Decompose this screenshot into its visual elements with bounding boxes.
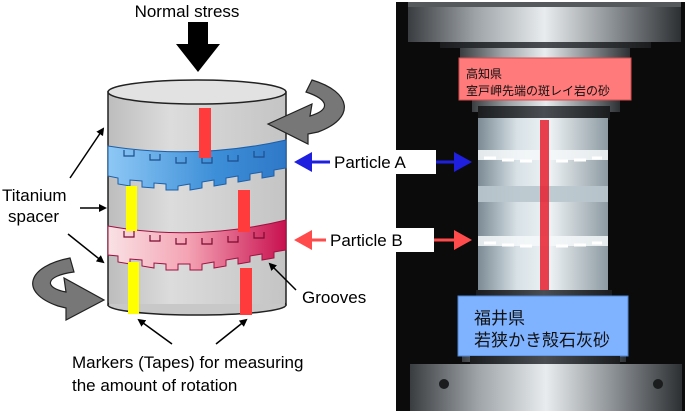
photo-marker-tape	[540, 120, 549, 298]
particle-a-arrow	[294, 150, 472, 174]
particle-a-label: Particle A	[334, 153, 406, 172]
marker-tape-bottom-red	[240, 268, 252, 315]
titanium-arrow-3	[67, 233, 105, 264]
particle-b-arrow	[294, 228, 472, 252]
photo-label-top-line2: 室戸岬先端の斑レイ岩の砂	[466, 83, 610, 98]
marker-tape-mid-red	[238, 190, 250, 232]
photo-label-bottom-line1: 福井県	[474, 309, 525, 328]
markers-label-line2: the amount of rotation	[72, 376, 237, 395]
rotation-arrow-bottom	[32, 257, 106, 321]
markers-label-line1: Markers (Tapes) for measuring	[72, 353, 303, 372]
grooves-label: Grooves	[302, 288, 366, 307]
photo-label-top-line1: 高知県	[466, 66, 502, 81]
particle-a-band	[107, 139, 287, 191]
rotation-arrow-top	[266, 79, 345, 145]
particle-b-band	[107, 219, 287, 271]
grooves-arrow	[268, 262, 297, 291]
normal-stress-arrow	[176, 22, 220, 72]
titanium-label-line1: Titanium	[2, 186, 67, 205]
particle-a-grooves	[123, 150, 265, 164]
particle-b-label: Particle B	[330, 231, 403, 250]
markers-arrow-right	[215, 318, 248, 345]
normal-stress-label: Normal stress	[135, 2, 240, 21]
photo-label-bottom-line2: 若狭かき殻石灰砂	[474, 331, 610, 350]
photo-label-top	[458, 57, 632, 101]
photo-panel	[396, 2, 685, 411]
particle-b-grooves	[123, 231, 265, 245]
marker-tape-bottom-yellow	[128, 262, 139, 314]
titanium-arrow-1	[69, 127, 105, 179]
marker-tape-mid-yellow	[126, 186, 137, 231]
markers-arrow-left	[137, 318, 173, 345]
marker-tape-top-red	[199, 108, 211, 158]
titanium-label-line2: spacer	[8, 207, 59, 226]
